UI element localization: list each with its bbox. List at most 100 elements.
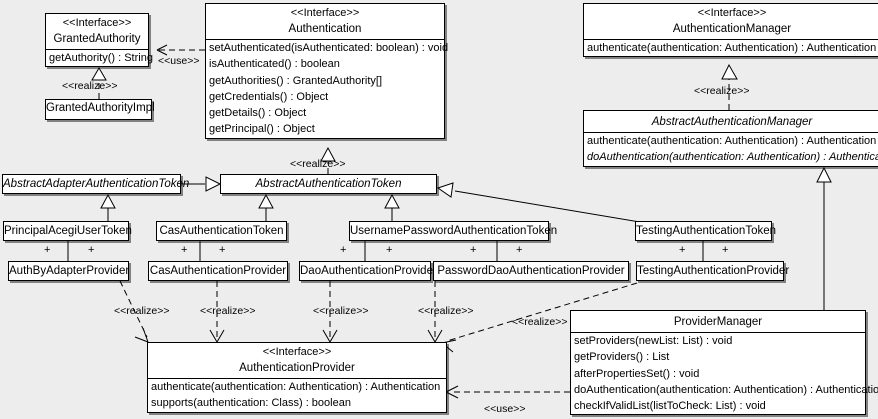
operation-item: authenticate(authentication: Authenticat…: [151, 381, 441, 393]
arrowhead-realize-authbyadapter: [134, 327, 149, 343]
edge-realize-testing-provider: [446, 282, 638, 342]
class-name-label: AuthenticationManager: [672, 23, 792, 35]
operation-item: afterPropertiesSet() : void: [574, 367, 700, 380]
edge-label-realize-abstract-auth-manager: <<realize>>: [694, 85, 750, 97]
class-cas-authentication-token[interactable]: CasAuthenticationToken: [156, 221, 287, 241]
class-authentication-provider[interactable]: <<Interface>> AuthenticationProvider aut…: [147, 342, 447, 413]
class-name-label: UsernamePasswordAuthenticationToken: [350, 225, 558, 237]
arrowhead-generalization-username-token: [384, 193, 400, 209]
arrowhead-realize-abstract-auth-token: [320, 146, 336, 162]
arrowhead-generalization-cas-token: [258, 193, 274, 209]
stereotype-label: <<Interface>>: [262, 346, 332, 358]
edge-label-realize-dao-provider: <<realize>>: [313, 305, 369, 317]
class-name-label: CasAuthenticationToken: [159, 225, 284, 237]
operation-item: checkIfValidList(listToCheck: List) : vo…: [574, 400, 766, 413]
class-auth-by-adapter-provider[interactable]: AuthByAdapterProvider: [8, 261, 129, 281]
operation-item: authenticate(authentication: Authenticat…: [587, 42, 877, 54]
operations-compartment: authenticate(authentication: Authenticat…: [584, 133, 878, 166]
edge-realize-authbyadapter: [119, 280, 148, 338]
arrowhead-use-provider-manager: [445, 385, 459, 399]
arrowhead-realize-abstract-auth-manager: [721, 63, 738, 80]
operation-item: doAuthentication(authentication: Authent…: [587, 151, 878, 164]
edge-label-realize-auth-by-adapter: <<realize>>: [114, 305, 170, 317]
class-cas-authentication-provider[interactable]: CasAuthenticationProvider: [148, 261, 288, 281]
association-multiplicity-plus: +: [516, 244, 523, 256]
class-name-label: PasswordDaoAuthenticationProvider: [437, 265, 625, 277]
arrowhead-generalization-testing-token: [436, 182, 454, 198]
class-name-label: CasAuthenticationProvider: [149, 265, 287, 277]
class-testing-authentication-token[interactable]: TestingAuthenticationToken: [635, 221, 776, 241]
compartment-divider: [571, 332, 865, 333]
class-name-label: PrincipalAcegiUserToken: [4, 225, 132, 237]
class-authentication[interactable]: <<Interface>> Authentication setAuthenti…: [205, 3, 449, 139]
class-name-label: GrantedAuthorityImpl: [46, 102, 155, 114]
class-name-label: AbstractAuthenticationManager: [651, 116, 813, 128]
edge-generalization-testing-token: [454, 190, 641, 223]
edge-label-use-provider-manager: <<use>>: [484, 403, 526, 415]
edge-label-realize-cas-provider: <<realize>>: [200, 305, 256, 317]
arrowhead-realize-dao-provider: [322, 329, 338, 343]
operations-compartment: setProviders(newList: List) : void getPr…: [571, 333, 878, 414]
operation-item: getAuthorities() : GrantedAuthority[]: [209, 74, 383, 87]
class-name-label: AuthByAdapterProvider: [9, 265, 130, 277]
operation-item: authenticate(authentication: Authenticat…: [587, 135, 877, 147]
operation-item: supports(authentication: Class) : boolea…: [151, 397, 351, 410]
edge-label-realize-granted-authority-impl: <<realize>>: [62, 80, 118, 92]
class-header-abstract-authentication-manager: AbstractAuthenticationManager: [584, 111, 878, 132]
arrowhead-generalization-provider-manager: [816, 166, 832, 183]
class-header-authentication-provider: <<Interface>> AuthenticationProvider: [148, 343, 446, 378]
class-name-label: GrantedAuthority: [53, 33, 141, 45]
association-multiplicity-plus: +: [44, 244, 51, 256]
class-name-label: AbstractAdapterAuthenticationToken: [3, 178, 190, 190]
arrowhead-realize-password-dao-provider: [427, 329, 443, 343]
class-abstract-authentication-token[interactable]: AbstractAuthenticationToken: [220, 174, 437, 194]
class-dao-authentication-provider[interactable]: DaoAuthenticationProvider: [299, 261, 437, 281]
class-granted-authority[interactable]: <<Interface>> GrantedAuthority getAuthor…: [45, 13, 153, 68]
class-name-label: Authentication: [288, 23, 362, 35]
operations-compartment: getAuthority() : String: [46, 50, 153, 66]
operation-item: getCredentials() : Object: [209, 90, 329, 103]
arrowhead-use-granted-authority: [156, 44, 168, 56]
compartment-divider: [584, 132, 878, 133]
operation-item: getAuthority() : String: [49, 52, 153, 64]
class-header-granted-authority: <<Interface>> GrantedAuthority: [46, 14, 148, 49]
class-header-provider-manager: ProviderManager: [571, 311, 865, 332]
class-name-label: TestingAuthenticationToken: [636, 225, 777, 237]
edge-label-realize-testing-provider: <<realize>>: [512, 316, 568, 328]
class-provider-manager[interactable]: ProviderManager setProviders(newList: Li…: [570, 310, 878, 416]
class-authentication-manager[interactable]: <<Interface>> AuthenticationManager auth…: [583, 3, 878, 58]
edge-label-realize-abstract-auth-token: <<realize>>: [290, 158, 346, 170]
operation-item: isAuthenticated() : boolean: [209, 58, 340, 71]
edge-label-use-granted-authority: <<use>>: [158, 55, 200, 67]
compartment-divider: [584, 39, 878, 40]
arrowhead-generalization-adapter-token: [205, 176, 222, 192]
arrowhead-realize-cas-provider: [209, 329, 225, 343]
operation-item: setAuthenticated(isAuthenticated: boolea…: [209, 42, 449, 54]
operation-item: getPrincipal() : Object: [209, 123, 315, 136]
stereotype-label: <<Interface>>: [290, 7, 360, 19]
stereotype-label: <<Interface>>: [62, 17, 132, 29]
association-multiplicity-plus: +: [722, 244, 729, 256]
association-multiplicity-plus: +: [679, 244, 686, 256]
class-principal-acegi-user-token[interactable]: PrincipalAcegiUserToken: [3, 221, 132, 241]
class-abstract-adapter-authentication-token[interactable]: AbstractAdapterAuthenticationToken: [2, 174, 189, 194]
compartment-divider: [206, 39, 444, 40]
class-name-label: AuthenticationProvider: [239, 362, 355, 374]
operation-item: getDetails() : Object: [209, 107, 307, 120]
association-multiplicity-plus: +: [88, 244, 95, 256]
operation-item: getProviders() : List: [574, 351, 670, 364]
class-password-dao-authentication-provider[interactable]: PasswordDaoAuthenticationProvider: [433, 261, 629, 281]
class-testing-authentication-provider[interactable]: TestingAuthenticationProvider: [636, 261, 789, 281]
edge-label-realize-password-dao-provider: <<realize>>: [418, 305, 474, 317]
operation-item: setProviders(newList: List) : void: [574, 335, 733, 347]
operations-compartment: authenticate(authentication: Authenticat…: [584, 40, 878, 56]
class-abstract-authentication-manager[interactable]: AbstractAuthenticationManager authentica…: [583, 110, 878, 167]
class-username-password-authentication-token[interactable]: UsernamePasswordAuthenticationToken: [349, 221, 557, 241]
class-header-authentication: <<Interface>> Authentication: [206, 4, 444, 39]
arrowhead-generalization-principal-token: [100, 193, 116, 209]
stereotype-label: <<Interface>>: [697, 7, 767, 19]
association-multiplicity-plus: +: [470, 244, 477, 256]
class-granted-authority-impl[interactable]: GrantedAuthorityImpl: [45, 99, 155, 120]
